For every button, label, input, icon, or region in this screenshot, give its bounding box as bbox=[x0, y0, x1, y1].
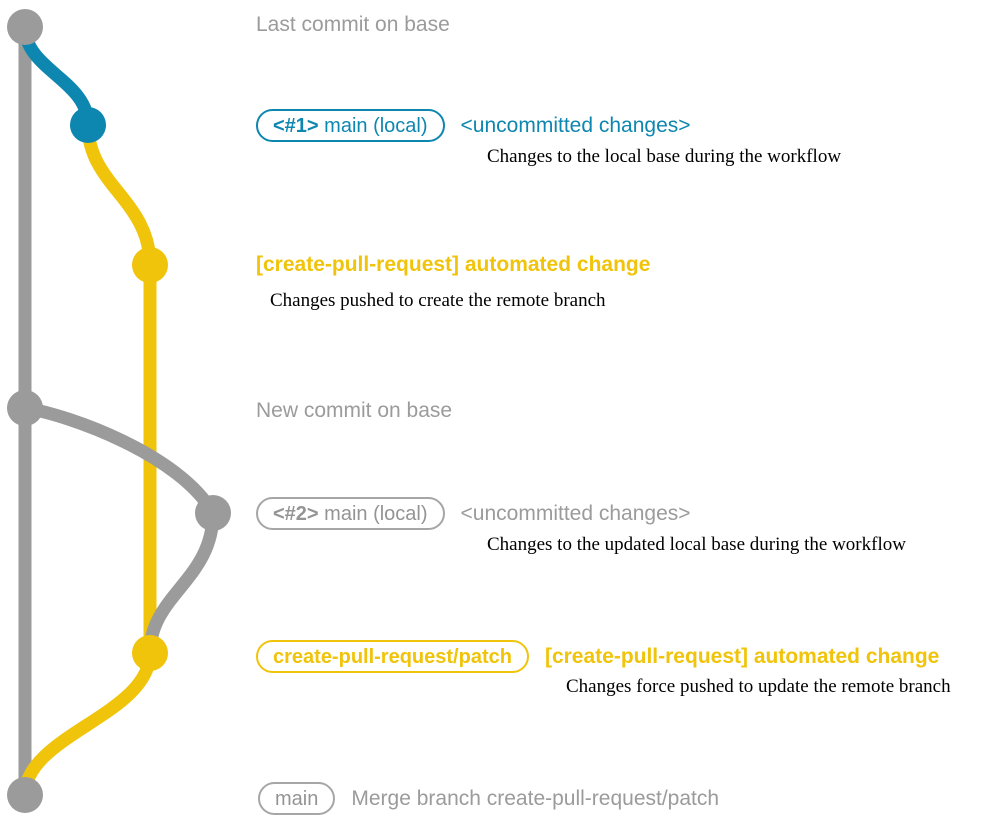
row-local-commit-1: <#1> main (local) <uncommitted changes> bbox=[256, 109, 691, 142]
headline-remote-commit-2: [create-pull-request] automated change bbox=[544, 645, 940, 668]
row-new-commit-on-base: New commit on base bbox=[256, 400, 452, 421]
commit-node-base-merge[interactable] bbox=[7, 777, 43, 813]
headline-merge-commit: Merge branch create-pull-request/patch bbox=[351, 787, 720, 810]
commit-node-remote-automated-1[interactable] bbox=[132, 247, 168, 283]
row-last-commit-on-base: Last commit on base bbox=[256, 14, 450, 35]
branch-pill-local-1-suffix: main (local) bbox=[324, 114, 428, 137]
branch-pill-local-2-prefix: <#2> bbox=[273, 502, 319, 525]
headline-local-commit-1: <uncommitted changes> bbox=[460, 114, 691, 137]
edge-base-to-local-2 bbox=[23, 401, 219, 517]
headline-remote-commit-1: [create-pull-request] automated change bbox=[256, 253, 651, 276]
branch-pill-local-1[interactable]: <#1> main (local) bbox=[256, 109, 445, 142]
edge-remote-2-to-merge bbox=[18, 652, 157, 796]
row-merge-commit: main Merge branch create-pull-request/pa… bbox=[258, 782, 719, 815]
commit-node-base-new[interactable] bbox=[7, 390, 43, 426]
branch-pill-local-2[interactable]: <#2> main (local) bbox=[256, 497, 445, 530]
headline-last-commit-on-base: Last commit on base bbox=[256, 13, 450, 36]
row-remote-commit-1: [create-pull-request] automated change bbox=[256, 254, 650, 275]
commit-node-local-uncommitted-1[interactable] bbox=[70, 107, 106, 143]
branch-pill-local-1-prefix: <#1> bbox=[273, 114, 319, 137]
branch-pill-local-2-suffix: main (local) bbox=[324, 502, 428, 525]
branch-pill-create-pull-request-patch[interactable]: create-pull-request/patch bbox=[256, 640, 529, 673]
description-local-commit-1: Changes to the local base during the wor… bbox=[487, 146, 842, 167]
edge-local-2-to-remote-2 bbox=[143, 512, 220, 654]
description-local-commit-2: Changes to the updated local base during… bbox=[487, 534, 906, 555]
row-local-commit-2: <#2> main (local) <uncommitted changes> bbox=[256, 497, 691, 530]
description-remote-commit-1: Changes pushed to create the remote bran… bbox=[270, 290, 606, 311]
edge-local-1-to-remote-1 bbox=[81, 124, 157, 266]
commit-node-base-last[interactable] bbox=[7, 9, 43, 45]
headline-local-commit-2: <uncommitted changes> bbox=[460, 502, 691, 525]
description-remote-commit-2: Changes force pushed to update the remot… bbox=[566, 676, 951, 697]
commit-node-local-uncommitted-2[interactable] bbox=[195, 495, 231, 531]
commit-node-remote-automated-2[interactable] bbox=[132, 635, 168, 671]
row-remote-commit-2: create-pull-request/patch [create-pull-r… bbox=[256, 640, 939, 673]
headline-new-commit-on-base: New commit on base bbox=[256, 399, 453, 422]
branch-pill-main[interactable]: main bbox=[258, 782, 336, 815]
